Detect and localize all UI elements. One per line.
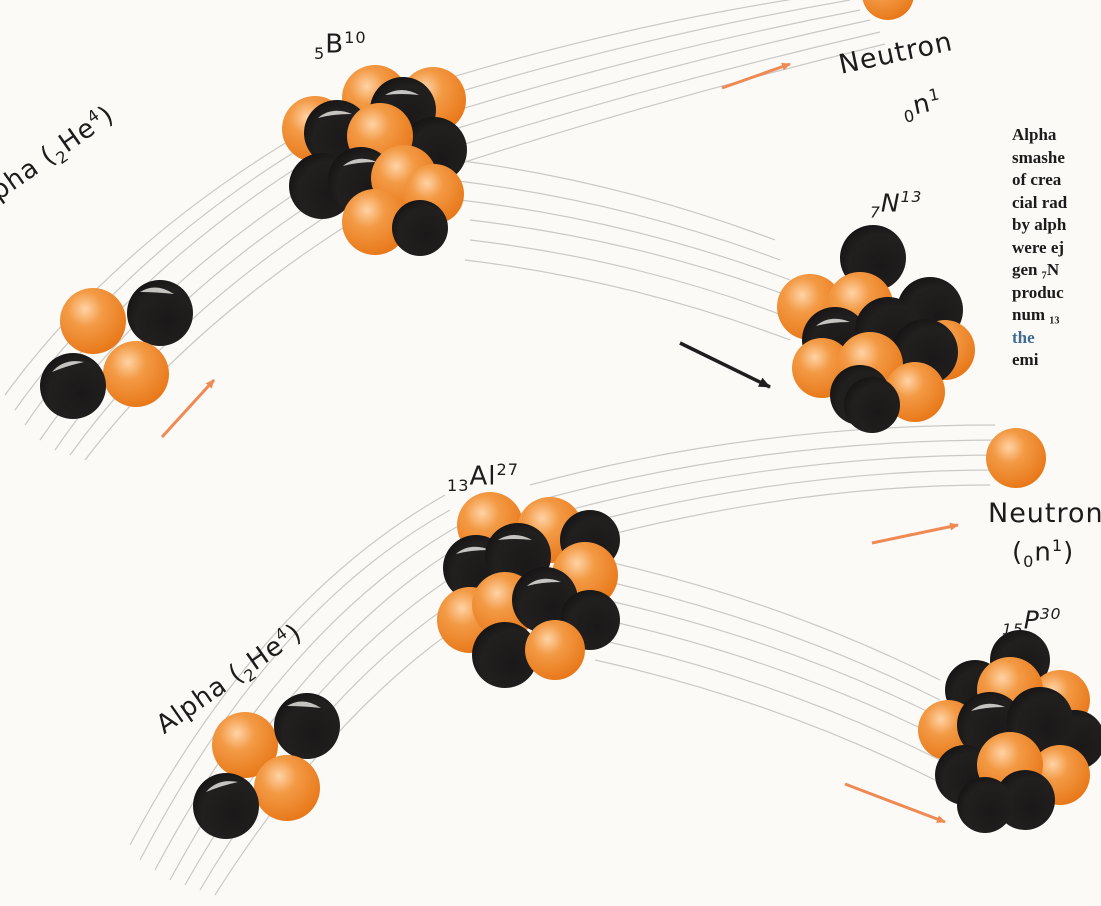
nucleon-neutron-bottom xyxy=(986,428,1046,488)
nitrogen-atomic-number: 7 xyxy=(870,203,881,222)
caption-accent-word: the xyxy=(1012,327,1035,347)
arrow-to-nitrogen xyxy=(679,341,771,389)
aluminum-symbol: Al xyxy=(469,461,497,492)
nucleon-top-neutron-partial xyxy=(862,0,914,20)
caption-line-last: the emi xyxy=(1012,327,1101,372)
nitrogen-mass-number: 13 xyxy=(900,188,923,206)
arrow-neutron-top xyxy=(721,62,791,90)
caption-line: num ₁₃ xyxy=(1012,305,1060,324)
streak-aluminum-to-phosphorus xyxy=(594,559,946,781)
nucleus-boron xyxy=(282,65,467,256)
neutron-bottom-open: ( xyxy=(1012,537,1024,568)
streak-boron-to-nitrogen xyxy=(449,159,801,341)
caption-line: Alpha xyxy=(1012,125,1057,144)
boron-atomic-number: 5 xyxy=(314,43,326,63)
phosphorus-atomic-number: 15 xyxy=(1002,620,1024,639)
label-neutron-bottom: Neutron xyxy=(988,498,1101,529)
caption-line: cial rad xyxy=(1012,192,1068,212)
label-nitrogen: 7N13 xyxy=(870,188,922,221)
nitrogen-symbol: N xyxy=(880,188,901,218)
caption-text: Alpha smashe of crea cial rad by alph we… xyxy=(1012,124,1101,372)
neutron-bottom-sym: n xyxy=(1034,537,1052,568)
nucleus-alpha-bottom xyxy=(193,693,340,839)
streak-boron-to-neutron xyxy=(394,0,886,171)
caption-line-rest: emi xyxy=(1012,350,1039,369)
neutron-bottom-close: ) xyxy=(1063,537,1075,568)
nucleus-alpha-top xyxy=(40,280,193,419)
neutron-bottom-sub: 0 xyxy=(1023,551,1035,571)
caption-line: produc xyxy=(1012,282,1064,302)
caption-line: smashe xyxy=(1012,147,1065,167)
nucleus-aluminum xyxy=(437,492,620,688)
phosphorus-symbol: P xyxy=(1023,605,1040,635)
boron-mass-number: 10 xyxy=(344,28,367,47)
neutron-bottom-name: Neutron xyxy=(988,498,1101,529)
arrow-neutron-bottom xyxy=(871,522,959,545)
caption-line: were ej xyxy=(1012,237,1065,257)
label-neutron-bottom-symbol: (0n1) xyxy=(1012,536,1074,571)
aluminum-atomic-number: 13 xyxy=(447,475,470,495)
arrow-to-phosphorus xyxy=(844,782,946,824)
phosphorus-mass-number: 30 xyxy=(1039,605,1062,623)
arrows xyxy=(160,62,959,824)
nucleus-nitrogen xyxy=(777,225,975,433)
label-aluminum: 13Al27 xyxy=(447,460,519,495)
caption-line: gen ₇N xyxy=(1012,260,1060,279)
arrow-alpha-top xyxy=(160,378,216,439)
streak-aluminum-to-neutron xyxy=(529,424,1001,546)
motion-streaks xyxy=(4,0,1001,896)
neutron-bottom-sup: 1 xyxy=(1051,536,1064,555)
boron-symbol: B xyxy=(325,29,345,60)
caption-line: by alph xyxy=(1012,215,1067,234)
label-boron: 5B10 xyxy=(314,28,367,63)
label-phosphorus: 15P30 xyxy=(1002,605,1062,638)
caption-line: of crea xyxy=(1012,170,1062,189)
aluminum-mass-number: 27 xyxy=(496,460,520,479)
nucleus-phosphorus xyxy=(918,630,1101,833)
